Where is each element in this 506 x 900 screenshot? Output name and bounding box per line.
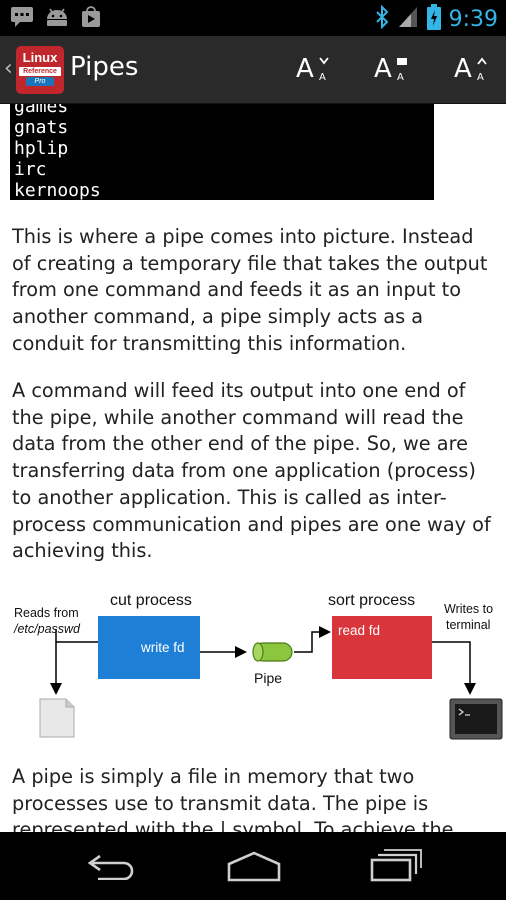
reads-path-label: /etc/passwd <box>14 622 81 636</box>
up-caret-icon[interactable]: ‹ <box>4 56 13 81</box>
font-reset-button[interactable]: A A <box>362 50 422 90</box>
paragraph-1: This is where a pipe comes into picture.… <box>12 225 488 355</box>
cut-process-label: cut process <box>110 592 192 609</box>
battery-icon <box>426 4 441 34</box>
read-fd-label: read fd <box>338 623 381 638</box>
action-bar: ‹ Linux Reference Pro Pipes A A A A A A <box>0 36 506 104</box>
home-icon[interactable] <box>226 850 282 886</box>
pipe-label: Pipe <box>254 670 283 686</box>
status-bar: 9:39 <box>0 0 506 36</box>
article-content[interactable]: games gnats hplip irc kernoops This is w… <box>0 104 506 832</box>
chat-icon <box>10 6 34 32</box>
android-icon <box>44 6 70 32</box>
font-decrease-button[interactable]: A A <box>284 50 344 90</box>
pipe-icon <box>252 642 293 662</box>
svg-text:A: A <box>397 72 404 83</box>
write-fd-label: write fd <box>141 640 185 655</box>
sort-process-label: sort process <box>328 592 416 609</box>
svg-text:A: A <box>319 72 326 83</box>
output-arrow <box>432 641 476 695</box>
svg-text:A: A <box>477 72 484 83</box>
read-fd-box <box>332 616 432 679</box>
pipe-diagram: Reads from /etc/passwd cut process write… <box>0 584 506 744</box>
pipe-diagram-graphics <box>39 616 503 740</box>
store-icon <box>80 6 102 32</box>
terminal-label: terminal <box>446 618 491 632</box>
notification-area <box>10 6 102 32</box>
pipe-to-read-arrow <box>294 626 331 653</box>
back-icon[interactable] <box>86 850 138 884</box>
bluetooth-icon <box>375 4 389 33</box>
recent-apps-icon[interactable] <box>370 848 422 886</box>
signal-icon <box>397 5 419 33</box>
paragraph-2: A command will feed its output into one … <box>12 379 491 563</box>
terminal-icon <box>449 698 503 740</box>
paragraph-3: A pipe is simply a file in memory that t… <box>12 765 454 832</box>
code-block: games gnats hplip irc kernoops <box>10 104 434 201</box>
app-logo[interactable]: Linux Reference Pro <box>16 46 64 94</box>
font-increase-button[interactable]: A A <box>442 50 502 90</box>
page-title: Pipes <box>70 52 139 82</box>
write-fd-box <box>98 616 200 679</box>
reads-from-label: Reads from <box>14 606 79 620</box>
clock: 9:39 <box>448 6 498 32</box>
indicator-area: 9:39 <box>375 4 498 34</box>
navigation-bar <box>0 832 506 900</box>
file-icon <box>39 698 75 738</box>
writes-to-label: Writes to <box>444 602 494 616</box>
